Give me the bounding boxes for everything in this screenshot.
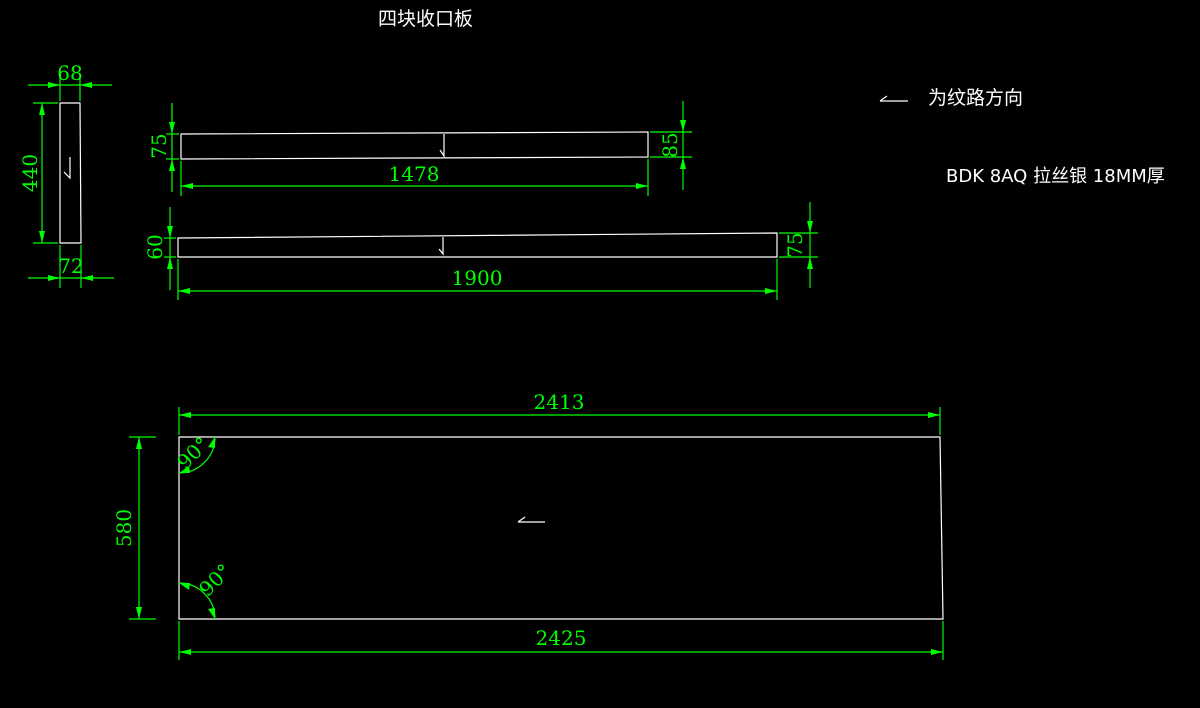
panel-1478-length-text: 1478 bbox=[389, 162, 440, 186]
small-panel-height-text: 440 bbox=[18, 154, 42, 192]
drawing-title: 四块收口板 bbox=[378, 8, 474, 30]
panel-1478-length-dimension: 1478 bbox=[180, 159, 649, 196]
large-panel-height-dimension: 580 bbox=[112, 436, 156, 620]
large-panel-grain-arrow-icon bbox=[517, 516, 545, 523]
small-panel-height-dimension: 440 bbox=[18, 102, 58, 244]
large-panel-top-length-text: 2413 bbox=[534, 390, 585, 414]
small-panel-grain-arrow-icon bbox=[63, 157, 71, 180]
large-panel-bottom-dimension: 2425 bbox=[178, 621, 944, 660]
grain-direction-arrow-icon bbox=[879, 95, 908, 102]
panel-1900-length-dimension: 1900 bbox=[177, 259, 778, 300]
large-panel-bottom-length-text: 2425 bbox=[536, 626, 587, 650]
panel-1478-grain-arrow-icon bbox=[439, 134, 445, 158]
panel-1478-right-dimension: 85 bbox=[650, 101, 692, 190]
panel-1478: 1478 75 85 bbox=[147, 101, 692, 196]
panel-1900-left-dimension: 60 bbox=[143, 207, 176, 290]
panel-1900-outline bbox=[177, 232, 778, 258]
panel-1478-right-height-text: 85 bbox=[658, 132, 682, 157]
small-panel: 68 72 440 bbox=[18, 61, 114, 288]
panel-1478-left-height-text: 75 bbox=[147, 133, 171, 158]
large-panel-bottom-angle: 90° bbox=[178, 559, 236, 620]
panel-1900-left-height-text: 60 bbox=[143, 234, 167, 259]
panel-1478-outline bbox=[180, 131, 649, 160]
panel-1478-left-dimension: 75 bbox=[147, 103, 179, 192]
small-panel-top-width-text: 68 bbox=[57, 61, 82, 85]
material-spec: BDK 8AQ 拉丝银 18MM厚 bbox=[946, 166, 1165, 187]
small-panel-top-dimension: 68 bbox=[28, 61, 112, 101]
large-panel-top-dimension: 2413 bbox=[178, 390, 941, 435]
small-panel-bottom-dimension: 72 bbox=[28, 245, 114, 288]
panel-1900-length-text: 1900 bbox=[452, 266, 503, 290]
large-panel-top-angle-text: 90° bbox=[172, 432, 214, 474]
large-panel-height-text: 580 bbox=[112, 509, 136, 547]
large-panel-bottom-angle-text: 90° bbox=[194, 559, 236, 601]
panel-1900-grain-arrow-icon bbox=[438, 237, 444, 256]
panel-1900-right-height-text: 75 bbox=[783, 232, 807, 257]
large-panel: 2413 2425 580 90° bbox=[112, 390, 944, 660]
panel-1900-right-dimension: 75 bbox=[779, 202, 818, 288]
legend-label: 为纹路方向 bbox=[928, 87, 1024, 109]
small-panel-bottom-width-text: 72 bbox=[58, 254, 83, 278]
panel-1900: 1900 60 75 bbox=[143, 202, 818, 300]
large-panel-outline bbox=[178, 436, 944, 620]
small-panel-outline bbox=[59, 102, 82, 244]
